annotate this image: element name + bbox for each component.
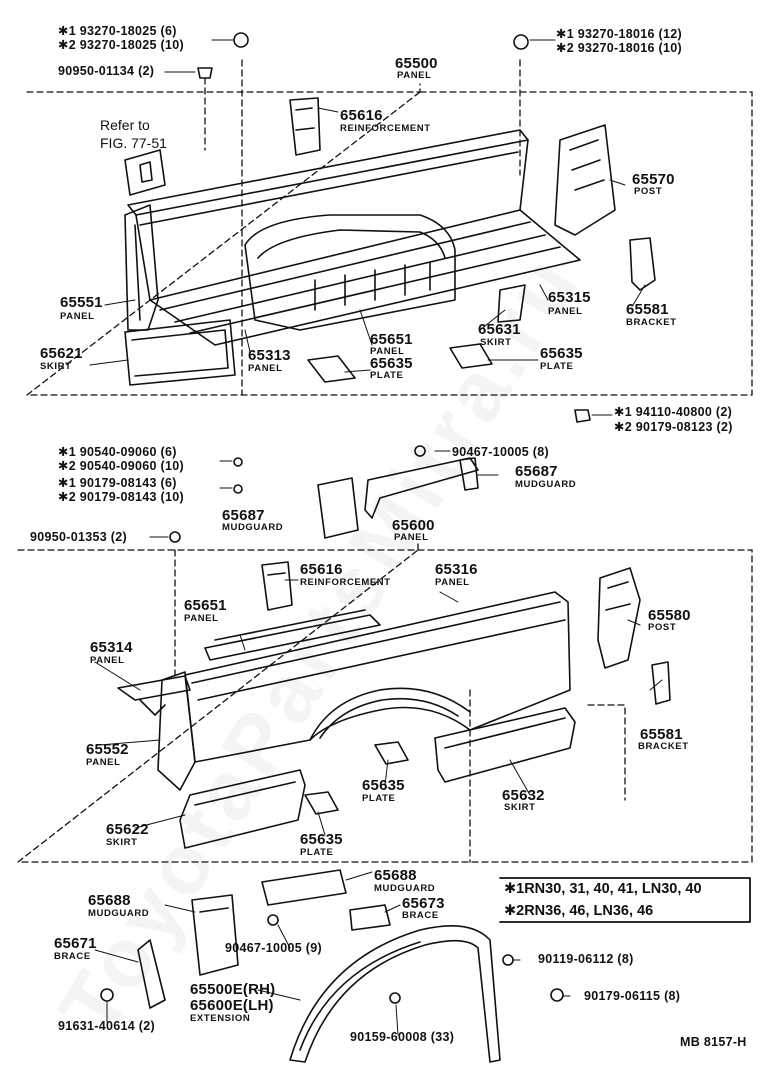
part-65616b-name: REINFORCEMENT xyxy=(300,577,391,588)
part-65688b-name: MUDGUARD xyxy=(88,908,150,919)
part-65315-number: 65315 xyxy=(548,289,591,306)
part-65600-number: 65600 xyxy=(392,517,435,534)
refer-note-line2: FIG. 77-51 xyxy=(100,135,167,151)
part-65632-number: 65632 xyxy=(502,787,545,804)
part-65651a-name: PANEL xyxy=(370,346,405,357)
part-65552-name: PANEL xyxy=(86,757,121,768)
part-65621-name: SKIRT xyxy=(40,361,72,372)
part-65622-name: SKIRT xyxy=(106,837,138,848)
part-65635c-name: PLATE xyxy=(362,793,396,804)
part-code-bolt-lower: 90467-10005 (9) xyxy=(225,941,322,955)
side-panel-lower xyxy=(117,561,671,849)
part-code-bolt-ext-b: 90159-60008 (33) xyxy=(350,1030,455,1044)
part-code-mid-left-c: ✱1 90179-08143 (6) xyxy=(58,476,177,490)
part-65314-number: 65314 xyxy=(90,639,133,656)
part-65551-name: PANEL xyxy=(60,311,95,322)
part-65635b-name: PLATE xyxy=(540,361,574,372)
part-65616a-number: 65616 xyxy=(340,107,383,124)
part-65632-name: SKIRT xyxy=(504,802,536,813)
part-65635c-number: 65635 xyxy=(362,777,405,794)
part-code-mid-left-a: ✱1 90540-09060 (6) xyxy=(58,445,177,459)
part-65671-number: 65671 xyxy=(54,935,97,952)
part-65580-number: 65580 xyxy=(648,607,691,624)
diagram-reference-id: MB 8157-H xyxy=(680,1035,747,1049)
part-65500-number: 65500 xyxy=(395,55,438,72)
part-65314-name: PANEL xyxy=(90,655,125,666)
part-65687b-name: MUDGUARD xyxy=(222,522,284,533)
part-65673-name: BRACE xyxy=(402,910,439,921)
part-65552-number: 65552 xyxy=(86,741,129,758)
part-65651a-number: 65651 xyxy=(370,331,413,348)
part-code-mid-left-b: ✱2 90540-09060 (10) xyxy=(58,459,184,473)
legend-line-1: ✱1RN30, 31, 40, 41, LN30, 40 xyxy=(504,881,702,897)
part-65621-number: 65621 xyxy=(40,345,83,362)
part-code-mid-right-a: ✱1 94110-40800 (2) xyxy=(614,405,733,419)
part-65600e-lh-number: 65600E(LH) xyxy=(190,997,274,1014)
part-65651b-number: 65651 xyxy=(184,597,227,614)
part-65688a-name: MUDGUARD xyxy=(374,883,436,894)
part-65635d-number: 65635 xyxy=(300,831,343,848)
part-code-top-left-a: ✱1 93270-18025 (6) xyxy=(58,24,177,38)
legend-line-2: ✱2RN36, 46, LN36, 46 xyxy=(504,903,654,919)
part-65635a-name: PLATE xyxy=(370,370,404,381)
part-65581a-number: 65581 xyxy=(626,301,669,318)
part-65616a-name: REINFORCEMENT xyxy=(340,123,431,134)
part-65551-number: 65551 xyxy=(60,294,103,311)
part-65631-name: SKIRT xyxy=(480,337,512,348)
part-65687a-name: MUDGUARD xyxy=(515,479,577,490)
part-65688b-number: 65688 xyxy=(88,892,131,909)
part-code-clip-mid-left: 90950-01353 (2) xyxy=(30,530,127,544)
mudguards-mid xyxy=(169,445,479,543)
part-65631-number: 65631 xyxy=(478,321,521,338)
part-65316-name: PANEL xyxy=(435,577,470,588)
part-65688a-number: 65688 xyxy=(374,867,417,884)
bottom-parts xyxy=(100,869,564,1063)
part-65313-number: 65313 xyxy=(248,347,291,364)
part-65570-number: 65570 xyxy=(632,171,675,188)
part-code-top-left-b: ✱2 93270-18025 (10) xyxy=(58,38,184,52)
part-65500-name: PANEL xyxy=(397,70,432,81)
part-65581b-number: 65581 xyxy=(640,726,683,743)
fasteners-top xyxy=(197,32,591,423)
part-65635d-name: PLATE xyxy=(300,847,334,858)
part-65635b-number: 65635 xyxy=(540,345,583,362)
part-65580-name: POST xyxy=(648,622,677,633)
part-code-top-right-b: ✱2 93270-18016 (10) xyxy=(556,41,682,55)
part-65581b-name: BRACKET xyxy=(638,741,689,752)
part-65600e-rh-number: 65500E(RH) xyxy=(190,981,276,998)
part-65581a-name: BRACKET xyxy=(626,317,677,328)
part-code-nut-ext: 90179-06115 (8) xyxy=(584,989,681,1003)
bed-floor-top xyxy=(124,97,656,386)
part-65600-name: PANEL xyxy=(394,532,429,543)
part-65313-name: PANEL xyxy=(248,363,283,374)
part-code-nut-brace: 91631-40614 (2) xyxy=(58,1019,155,1033)
refer-note-line1: Refer to xyxy=(100,117,150,133)
part-65600e-name: EXTENSION xyxy=(190,1013,251,1024)
part-code-top-right-a: ✱1 93270-18016 (12) xyxy=(556,27,682,41)
part-65687b-number: 65687 xyxy=(222,507,265,524)
part-65671-name: BRACE xyxy=(54,951,91,962)
part-65315-name: PANEL xyxy=(548,306,583,317)
part-65622-number: 65622 xyxy=(106,821,149,838)
part-code-mid-left-d: ✱2 90179-08143 (10) xyxy=(58,490,184,504)
part-code-bolt-ext: 90119-06112 (8) xyxy=(538,952,634,966)
part-code-bolt-mudguard: 90467-10005 (8) xyxy=(452,445,549,459)
part-65570-name: POST xyxy=(634,186,663,197)
part-65616b-number: 65616 xyxy=(300,561,343,578)
part-code-clip-top-left: 90950-01134 (2) xyxy=(58,64,155,78)
lower-assembly-frame xyxy=(17,541,753,863)
part-65635a-number: 65635 xyxy=(370,355,413,372)
part-65687a-number: 65687 xyxy=(515,463,558,480)
legend-box xyxy=(499,877,751,923)
part-65651b-name: PANEL xyxy=(184,613,219,624)
part-65316-number: 65316 xyxy=(435,561,478,578)
part-65673-number: 65673 xyxy=(402,895,445,912)
part-code-mid-right-b: ✱2 90179-08123 (2) xyxy=(614,420,733,434)
leader-lines xyxy=(89,39,663,1036)
